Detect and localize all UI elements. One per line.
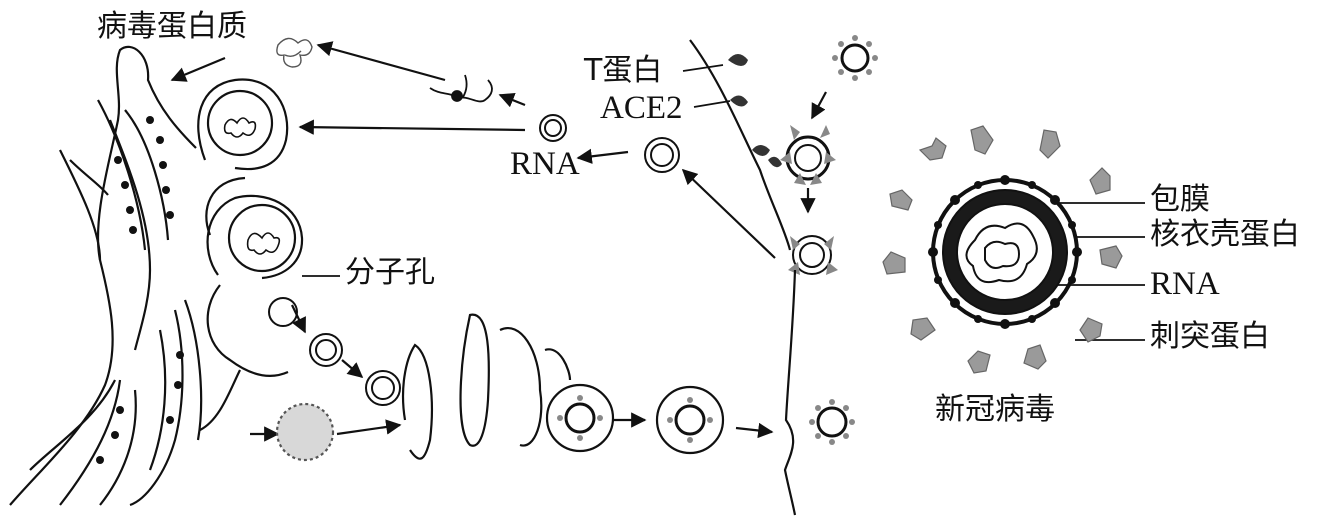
coronavirus-large	[882, 125, 1123, 374]
protein-cluster-icon	[276, 37, 313, 68]
replication-compartments	[197, 78, 304, 377]
virus-particles	[268, 43, 870, 438]
receptor-blobs	[728, 54, 782, 168]
pathway-arrows	[170, 41, 827, 442]
rna-strand	[965, 222, 1038, 284]
label-spike-protein: 刺突蛋白	[1150, 319, 1270, 354]
label-nucleocapsid-protein: 核衣壳蛋白	[1150, 217, 1300, 252]
label-envelope: 包膜	[1150, 182, 1210, 217]
label-nuclear-pore: 分子孔	[345, 255, 435, 290]
ribosome-dots	[96, 116, 184, 464]
host-cell-membrane	[689, 39, 797, 516]
label-viral-protein: 病毒蛋白质	[97, 9, 247, 44]
label-ace2: ACE2	[600, 90, 683, 126]
label-rna-virion: RNA	[1150, 266, 1220, 302]
spike-proteins	[882, 125, 1123, 374]
virus-spikes	[557, 35, 878, 445]
inner-rna-coils	[223, 117, 281, 255]
label-t-protein: T蛋白	[584, 53, 663, 88]
translation-strand	[429, 74, 493, 103]
budding-vesicles	[199, 313, 725, 462]
label-virus-name: 新冠病毒	[935, 392, 1055, 427]
envelope-studs	[928, 175, 1082, 329]
endoplasmic-reticulum	[9, 45, 203, 507]
label-rna-cytoplasm: RNA	[510, 146, 580, 182]
